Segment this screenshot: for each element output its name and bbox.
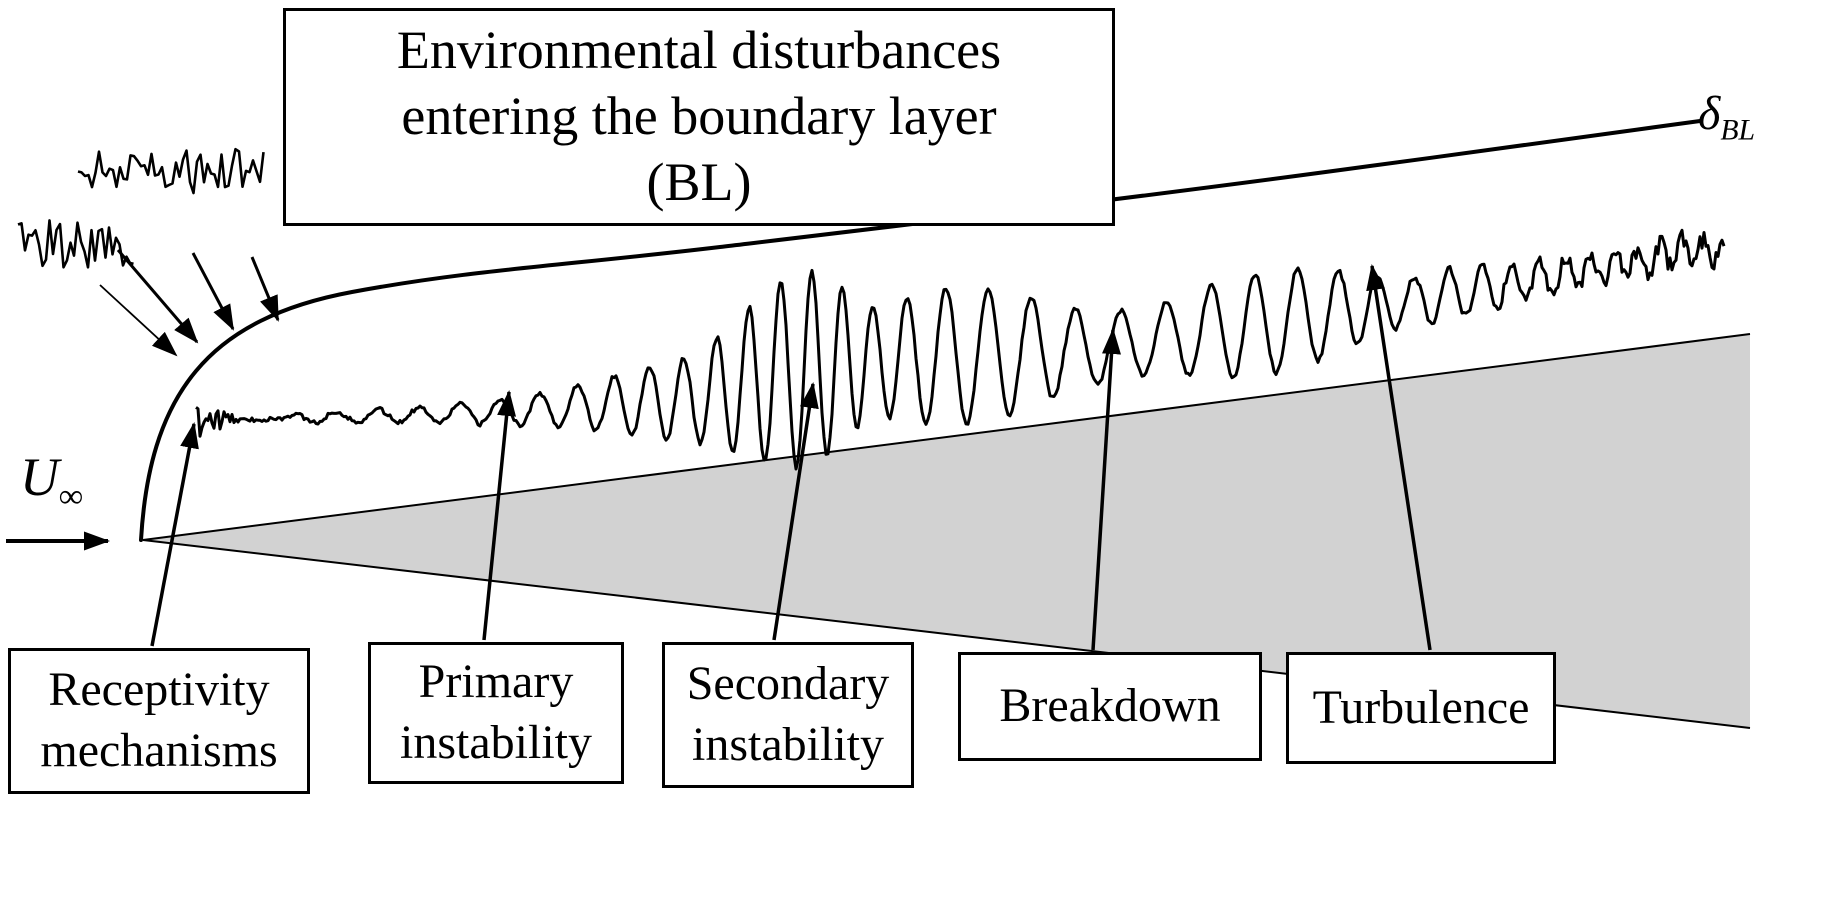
disturbance-entry-arrow-3 xyxy=(250,256,280,322)
turbulence-pointer-arrow xyxy=(1366,264,1432,651)
freestream-symbol: U xyxy=(20,447,59,507)
stage-box-breakdown: Breakdown xyxy=(958,652,1262,761)
primary-instability-pointer-arrow xyxy=(482,390,517,641)
freestream-noise-squiggle-upper xyxy=(77,147,265,195)
disturbance-signal xyxy=(195,228,1726,471)
boundary-layer-edge-curve xyxy=(139,119,1702,542)
delta-symbol: δ xyxy=(1698,87,1721,140)
title-box: Environmental disturbances entering the … xyxy=(283,8,1115,226)
bl-thickness-label: δBL xyxy=(1698,86,1755,148)
secondary-instability-pointer-arrow xyxy=(772,382,819,641)
freestream-noise-squiggle-lower xyxy=(17,219,134,269)
freestream-velocity-label: U∞ xyxy=(20,446,83,516)
disturbance-entry-arrow-1 xyxy=(116,249,199,344)
disturbance-entry-arrow-2 xyxy=(191,252,235,331)
stage-box-turbulence: Turbulence xyxy=(1286,652,1556,764)
receptivity-pointer-arrow xyxy=(150,422,199,647)
wedge-top-edge xyxy=(142,333,1751,541)
delta-subscript: BL xyxy=(1720,113,1756,147)
boundary-layer-wedge xyxy=(143,334,1750,728)
freestream-subscript: ∞ xyxy=(59,477,83,515)
stage-box-receptivity-mechanisms: Receptivity mechanisms xyxy=(8,648,310,794)
stage-box-primary-instability: Primary instability xyxy=(368,642,624,784)
breakdown-pointer-arrow xyxy=(1091,328,1121,651)
disturbance-entry-arrow-long xyxy=(99,284,178,357)
stage-box-secondary-instability: Secondary instability xyxy=(662,642,914,788)
